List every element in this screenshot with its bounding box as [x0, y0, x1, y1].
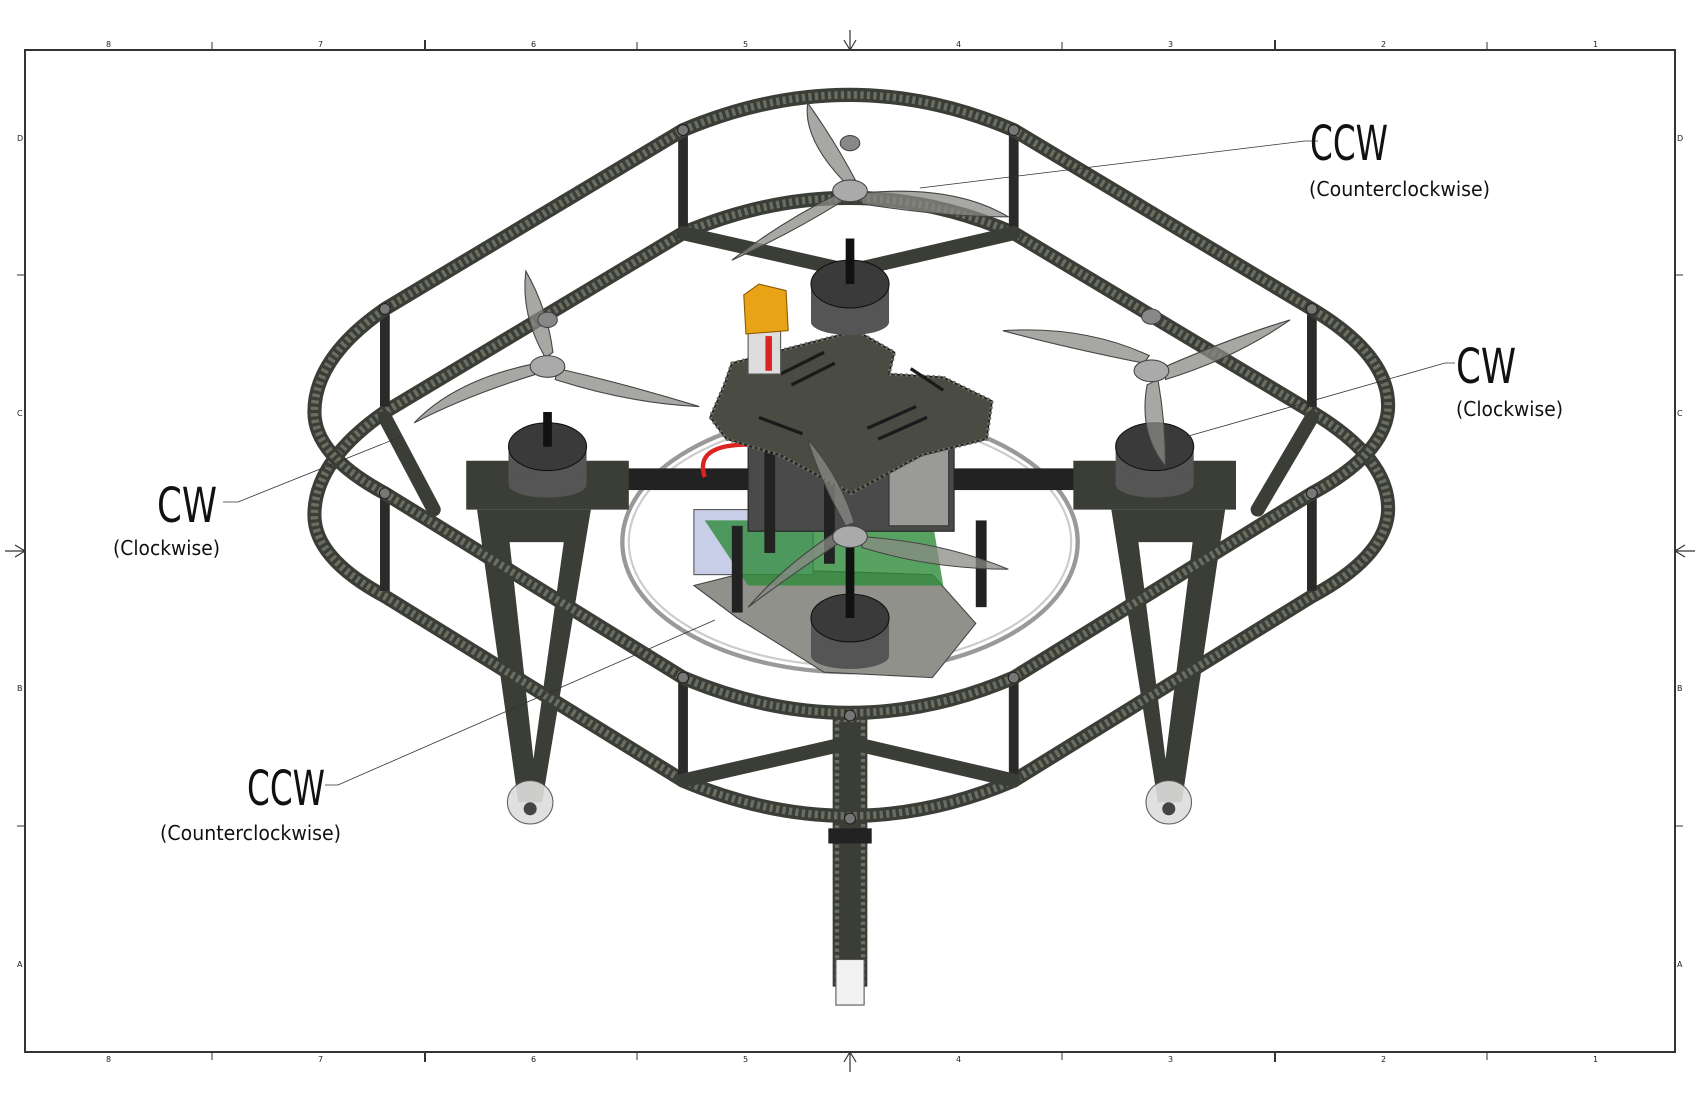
col-label: 2: [1381, 1055, 1386, 1064]
motor-front: [810, 238, 890, 336]
zone-ticks: [17, 40, 1683, 1062]
arm-right: [954, 468, 1106, 491]
propeller-front: [731, 101, 1011, 261]
motor-right: [1115, 422, 1195, 498]
row-label: B: [17, 684, 23, 693]
col-label: 4: [956, 1055, 961, 1064]
rotation-description: (Counterclockwise): [1309, 177, 1490, 201]
col-label: 3: [1168, 1055, 1173, 1064]
rotation-description: (Clockwise): [1456, 397, 1563, 421]
col-label: 3: [1168, 40, 1173, 49]
row-label: B: [1677, 684, 1683, 693]
rotation-description: (Counterclockwise): [160, 821, 341, 845]
callout-front-ccw: CCW (Counterclockwise): [919, 116, 1490, 201]
row-label: C: [1677, 409, 1683, 418]
col-label: 7: [318, 1055, 323, 1064]
col-label: 1: [1593, 1055, 1598, 1064]
centering-arrows: [5, 30, 1695, 1072]
col-label: 2: [1381, 40, 1386, 49]
plate-slots: [758, 350, 945, 441]
xt60-connector: [743, 283, 789, 375]
motor-left: [507, 411, 588, 498]
propeller-left: [413, 269, 700, 424]
col-label: 8: [106, 40, 111, 49]
row-label: D: [1677, 134, 1683, 143]
motor-rear: [810, 547, 890, 669]
row-labels: D C B A D C B A: [17, 134, 1683, 969]
rotation-label: CCW: [1310, 116, 1388, 172]
col-label: 7: [318, 40, 323, 49]
callout-right-cw: CW (Clockwise): [1184, 339, 1563, 438]
propeller-rear: [747, 438, 1009, 608]
rotation-description: (Clockwise): [113, 536, 220, 560]
propeller-right: [1002, 308, 1291, 468]
col-label: 4: [956, 40, 961, 49]
rotation-label: CW: [1456, 339, 1516, 395]
row-label: C: [17, 409, 23, 418]
row-label: A: [1677, 960, 1683, 969]
rotation-label: CW: [157, 478, 217, 534]
rotation-label: CCW: [247, 761, 325, 817]
col-label: 1: [1593, 40, 1598, 49]
col-label: 8: [106, 1055, 111, 1064]
callout-rear-ccw: CCW (Counterclockwise): [160, 619, 716, 845]
col-label: 5: [743, 1055, 748, 1064]
column-labels: 8 7 6 5 4 3 2 1 8 7 6 5 4 3 2 1: [106, 40, 1598, 1064]
tail-leg: [828, 715, 872, 1006]
cage-struts: [380, 135, 1317, 776]
col-label: 5: [743, 40, 748, 49]
col-label: 6: [531, 40, 536, 49]
row-label: D: [17, 134, 23, 143]
drone-assembly: [307, 87, 1396, 1006]
cage-bolts: [378, 124, 1318, 825]
row-label: A: [17, 960, 23, 969]
col-label: 6: [531, 1055, 536, 1064]
callout-left-cw: CW (Clockwise): [113, 436, 401, 560]
